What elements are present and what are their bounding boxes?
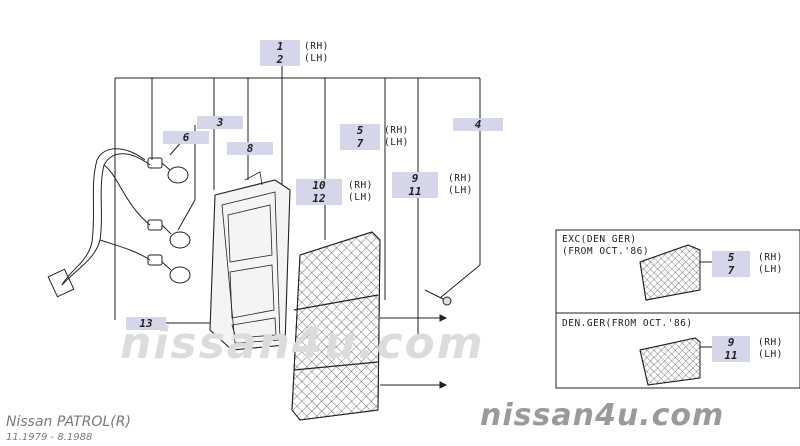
inset-bottom-title: DEN.GER(FROM OCT.'86) (562, 318, 693, 329)
date-range-caption: 11.1979 - 8.1988 (6, 432, 93, 443)
callout-11: 11 (392, 185, 438, 198)
inset-bottom-side-9: (RH) (758, 337, 783, 348)
watermark-center: nissan4u.com (120, 318, 485, 369)
inset-top-callout-7: 7 (712, 264, 750, 277)
side-label-1: (RH) (304, 41, 329, 52)
callout-4: 4 (453, 118, 503, 131)
side-label-7: (LH) (384, 137, 409, 148)
side-label-5: (RH) (384, 125, 409, 136)
side-label-9: (RH) (448, 173, 473, 184)
callout-2: 2 (260, 53, 300, 66)
callout-8: 8 (227, 142, 273, 155)
model-caption: Nissan PATROL(R) (6, 414, 131, 430)
inset-top-callout-5: 5 (712, 251, 750, 264)
watermark-corner: nissan4u.com (480, 398, 725, 433)
callout-5: 5 (340, 124, 380, 137)
callout-12: 12 (296, 192, 342, 205)
callout-10: 10 (296, 179, 342, 192)
callout-7: 7 (340, 137, 380, 150)
inset-top-side-5: (RH) (758, 252, 783, 263)
side-label-10: (RH) (348, 180, 373, 191)
inset-bottom-side-11: (LH) (758, 349, 783, 360)
inset-top-title-line2: (FROM OCT.'86) (562, 246, 650, 257)
inset-bottom-callout-11: 11 (712, 349, 750, 362)
side-label-11: (LH) (448, 185, 473, 196)
callout-9: 9 (392, 172, 438, 185)
callout-1: 1 (260, 40, 300, 53)
side-label-2: (LH) (304, 53, 329, 64)
inset-top-side-7: (LH) (758, 264, 783, 275)
inset-bottom-callout-9: 9 (712, 336, 750, 349)
callout-6: 6 (163, 131, 209, 144)
callout-13: 13 (126, 317, 166, 330)
inset-top-title-line1: EXC(DEN GER) (562, 234, 637, 245)
callout-3: 3 (197, 116, 243, 129)
side-label-12: (LH) (348, 192, 373, 203)
